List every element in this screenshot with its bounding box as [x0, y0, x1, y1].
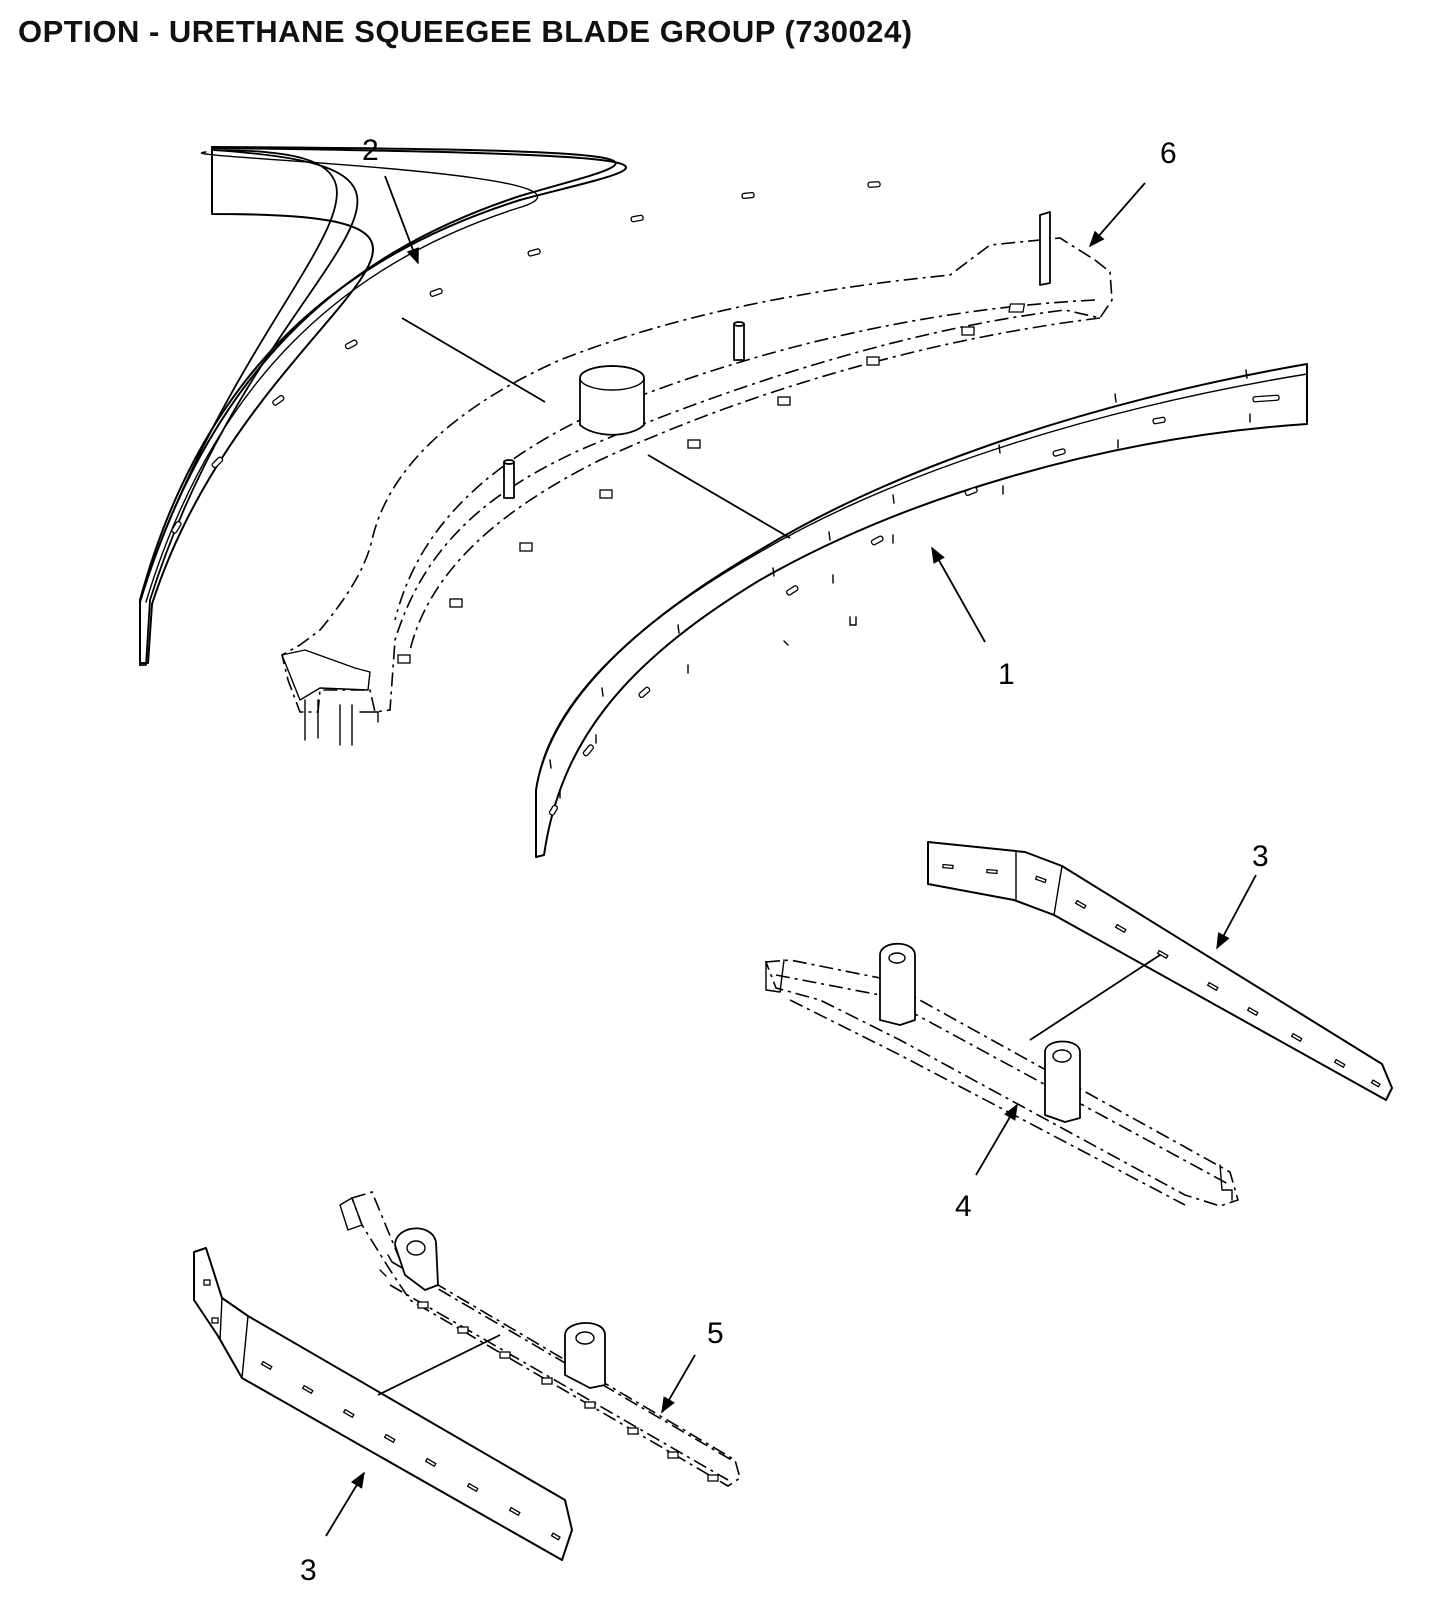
callout-2: 2 [362, 134, 379, 167]
callout-6: 6 [1160, 137, 1177, 170]
side-blade-right [927, 841, 1393, 1101]
callout-1: 1 [998, 658, 1015, 691]
front-blade-curved [535, 363, 1308, 858]
curved-squeegee-frame [281, 211, 1113, 746]
callout-leaders [325, 175, 1257, 1537]
callout-5: 5 [707, 1317, 724, 1350]
page-title: OPTION - URETHANE SQUEEGEE BLADE GROUP (… [18, 14, 913, 49]
side-frame-right [764, 942, 1239, 1207]
rear-blade-curved [139, 146, 881, 666]
callout-4: 4 [955, 1190, 972, 1223]
side-blade-left [193, 1247, 573, 1561]
side-frame-left [339, 1191, 741, 1487]
callout-3-upper: 3 [1252, 840, 1269, 873]
assembly-lines [377, 317, 1161, 1396]
callout-3-lower: 3 [300, 1554, 317, 1587]
